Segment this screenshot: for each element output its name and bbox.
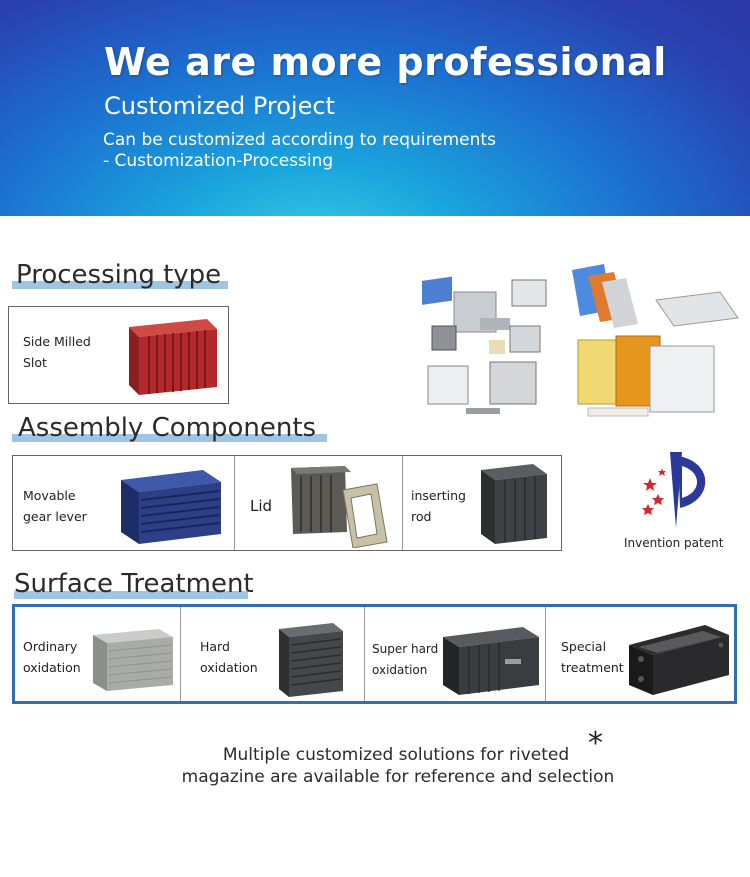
assembly-underline: [12, 434, 327, 442]
assembly-label-lid: Lid: [250, 497, 273, 515]
movable-gear-lever-image: [121, 470, 221, 544]
inserting-rod-image: [481, 464, 547, 544]
processing-underline: [12, 281, 228, 289]
surface-label-super-hard: Super hard oxidation: [372, 642, 439, 677]
processing-label-line2: Slot: [23, 355, 47, 370]
invention-patent-logo: [642, 452, 706, 528]
assembly-label-gear-lever: Movable gear lever: [23, 488, 87, 524]
asterisk-mark: *: [588, 726, 603, 761]
footer-line-1: Multiple customized solutions for rivete…: [222, 745, 570, 765]
surface-label-hard: Hard oxidation: [200, 639, 258, 675]
surface-underline: [14, 591, 248, 599]
banner-line-1: Can be customized according to requireme…: [103, 130, 496, 150]
special-treatment-image: [629, 625, 729, 695]
surface-box: Ordinary oxidation Hard oxidation Super …: [12, 604, 737, 704]
banner-subtitle: Customized Project: [104, 92, 335, 120]
product-collage-right: [572, 264, 739, 417]
ordinary-oxidation-image: [93, 629, 173, 691]
side-milled-slot-image: [129, 319, 217, 395]
invention-patent-label: Invention patent: [624, 536, 724, 550]
lid-image: [291, 466, 388, 548]
banner-headline: We are more professional: [104, 40, 667, 84]
super-hard-oxidation-image: [443, 627, 539, 695]
surface-title: Surface Treatment: [14, 569, 254, 599]
assembly-box: Movable gear lever Lid inserting rod: [12, 455, 562, 551]
surface-label-ordinary: Ordinary oxidation: [23, 639, 81, 675]
banner-line-2: - Customization-Processing: [103, 151, 334, 171]
hero-banner: We are more professional Customized Proj…: [0, 0, 750, 216]
footer-line-2: magazine are available for reference and…: [181, 767, 615, 787]
processing-box: Side Milled Slot: [8, 306, 229, 404]
assembly-title: Assembly Components: [18, 413, 317, 443]
processing-label: Side Milled Slot: [23, 331, 91, 373]
surface-label-special: Special treatment: [561, 639, 624, 675]
assembly-label-inserting-rod: inserting rod: [411, 488, 466, 524]
processing-title: Processing type: [16, 260, 222, 290]
product-collage-left: [422, 276, 547, 414]
processing-label-line1: Side Milled: [23, 334, 91, 349]
hard-oxidation-image: [279, 623, 343, 697]
